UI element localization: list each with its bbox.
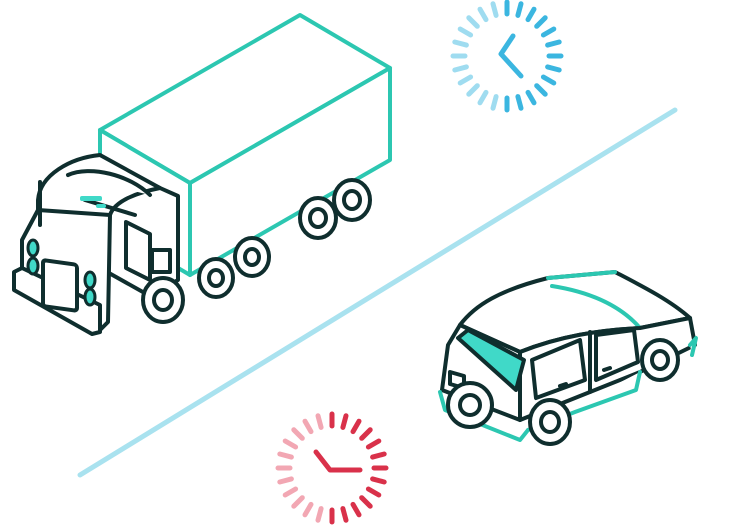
clock-tick <box>525 89 537 106</box>
clock-icon-blue <box>450 0 564 113</box>
cab-wheel <box>141 276 185 324</box>
clock-tick <box>490 1 499 18</box>
clock-tick <box>359 495 373 509</box>
clock-tick <box>540 26 557 38</box>
clock-tick <box>291 495 305 509</box>
clock-tick <box>545 39 562 48</box>
clock-tick <box>477 6 489 23</box>
clock-tick <box>457 26 474 38</box>
clock-tick <box>365 486 382 498</box>
clock-tick <box>282 486 299 498</box>
car-front <box>440 323 526 422</box>
clock-tick <box>359 427 373 441</box>
car-wheels <box>446 338 680 446</box>
clock-tick <box>340 506 349 523</box>
clock-tick <box>277 451 294 460</box>
clock-tick <box>315 506 324 523</box>
clock-tick <box>370 451 387 460</box>
trailer-wheels <box>197 178 372 299</box>
clock-hands <box>313 449 363 473</box>
road-line <box>77 107 678 478</box>
clock-tick <box>477 89 489 106</box>
clock-tick <box>452 39 469 48</box>
clock-tick <box>350 418 362 435</box>
clock-tick <box>277 476 294 485</box>
truck-cab <box>12 153 180 336</box>
clock-tick <box>466 83 480 97</box>
clock-tick <box>291 427 305 441</box>
clock-tick <box>282 438 299 450</box>
clock-tick <box>302 418 314 435</box>
car-windshield <box>456 328 526 392</box>
clock-tick <box>457 74 474 86</box>
clock-tick <box>515 1 524 18</box>
clock-icon-red <box>275 411 389 525</box>
clock-tick <box>525 6 537 23</box>
truck-illustration <box>12 13 392 336</box>
clock-tick <box>350 501 362 518</box>
clock-tick <box>370 476 387 485</box>
clock-tick <box>315 413 324 430</box>
clock-tick <box>545 64 562 73</box>
car-illustration <box>438 270 698 446</box>
clock-tick <box>515 94 524 111</box>
clock-tick <box>540 74 557 86</box>
truck-lights <box>26 196 106 307</box>
clock-tick <box>340 413 349 430</box>
clock-tick <box>365 438 382 450</box>
clock-tick <box>534 15 548 29</box>
clock-tick <box>490 94 499 111</box>
clock-tick <box>302 501 314 518</box>
clock-tick <box>452 64 469 73</box>
clock-tick <box>534 83 548 97</box>
clock-tick <box>466 15 480 29</box>
clock-hands <box>498 33 524 79</box>
